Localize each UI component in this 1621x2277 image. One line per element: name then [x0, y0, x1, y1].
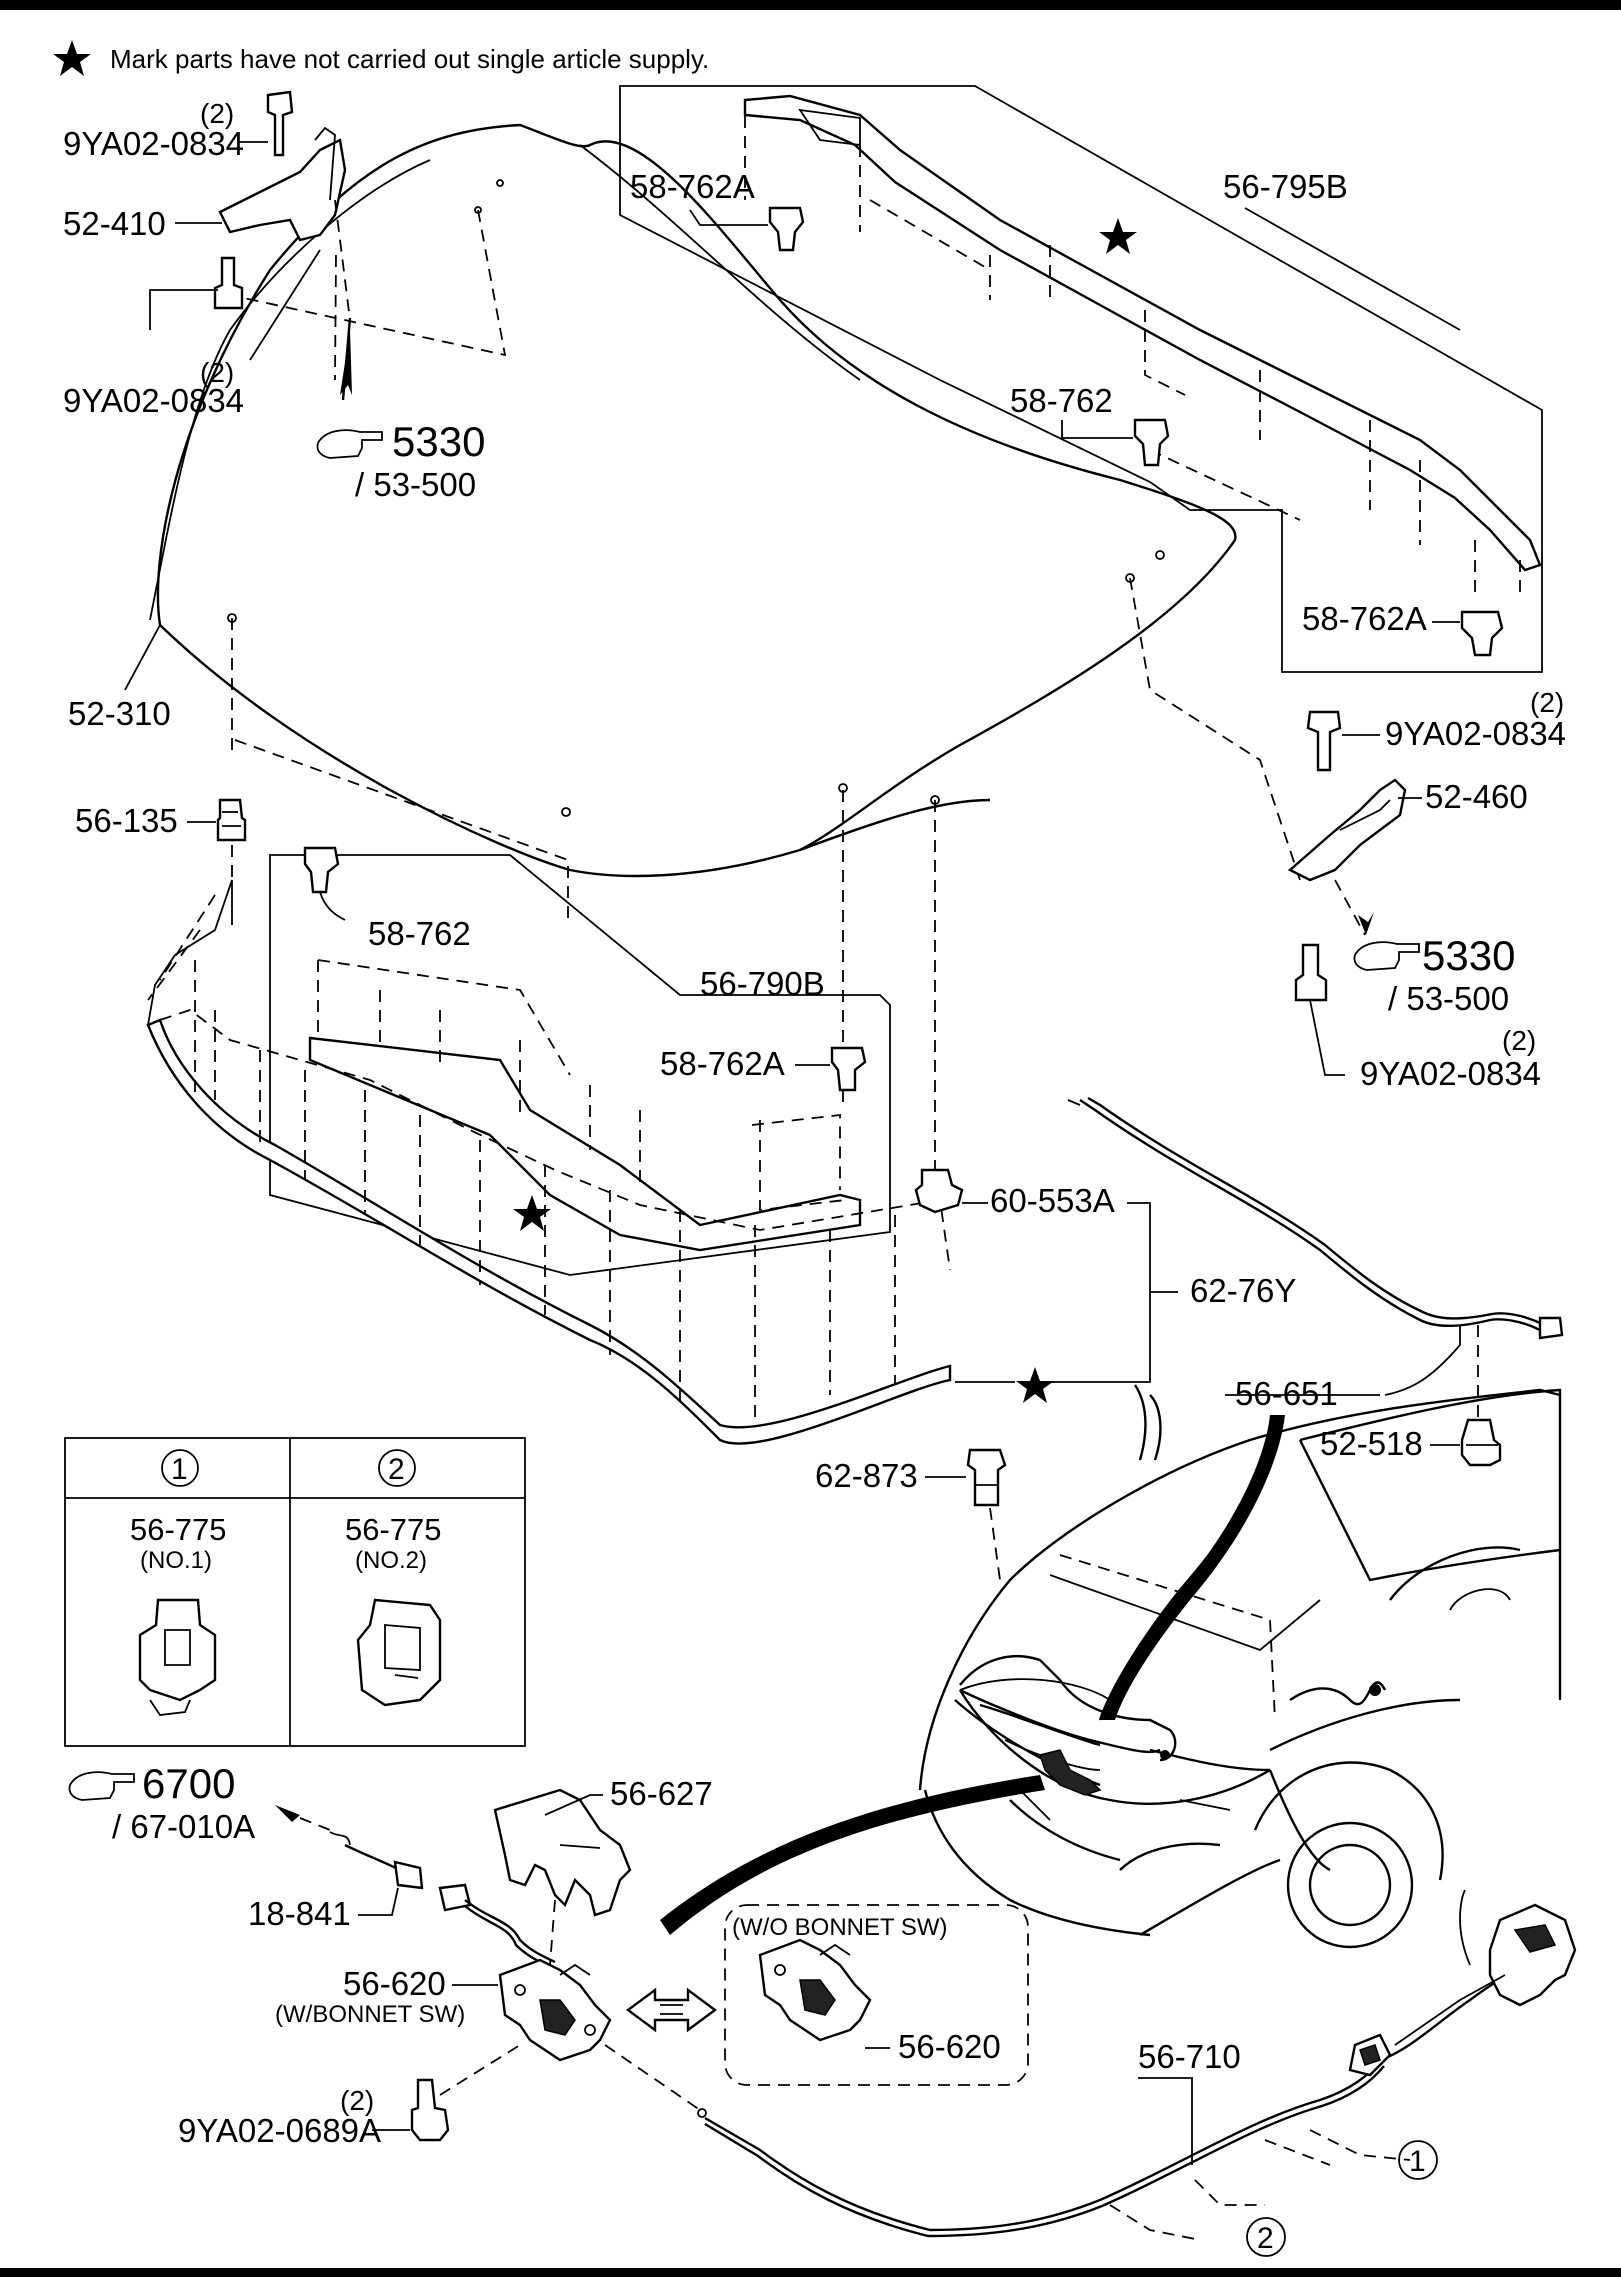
pointing-hand-icon [1353, 941, 1420, 971]
star-icon [513, 1195, 551, 1231]
cable-main-label: 56-710 [1138, 2038, 1241, 2075]
release-cable-label: 56-651 [1235, 1375, 1338, 1412]
bonnet-mount-dashes [229, 209, 1301, 1190]
latch-bolt-qty: (2) [340, 2085, 374, 2116]
hinge-bolt-upper-right-label: 9YA02-0834 [1385, 715, 1566, 752]
harness-label: 18-841 [248, 1895, 351, 1932]
ref-left-num: 5330 [392, 418, 485, 465]
latch-wosw-label: 56-620 [898, 2028, 1001, 2065]
clip-front-a-label: 58-762A [660, 1045, 785, 1082]
star-icon [1099, 218, 1137, 254]
bumper-stop [216, 798, 247, 842]
table-item-2-part: 56-775 [345, 1512, 442, 1547]
clip-table: 1 2 56-775 (NO.1) 56-775 (NO.2) [64, 1437, 526, 1747]
hinge-left-label: 52-410 [63, 205, 166, 242]
insulator-label: 62-76Y [1190, 1272, 1296, 1309]
variant-box [724, 1904, 1029, 2086]
ref-5330-right: 5330 / 53-500 [1353, 932, 1515, 1017]
table-item-1-variant: (NO.1) [140, 1547, 212, 1574]
hinge-bolt-lower-right [1294, 943, 1328, 1002]
bumper-stop-label: 56-135 [75, 802, 178, 839]
star-icon [53, 40, 91, 76]
table-item-2-variant: (NO.2) [355, 1547, 427, 1574]
hinge-bolt-lower-left-label: 9YA02-0834 [63, 382, 244, 419]
callout-2: 2 [1257, 2222, 1274, 2255]
bonnet-panel [149, 123, 1237, 878]
hinge-bolt-lower-left [213, 256, 244, 310]
cable-routing-dark [1039, 1749, 1102, 1796]
clip-top-a1-label: 58-762A [630, 168, 755, 205]
table-header-1: 1 [171, 1453, 188, 1486]
cushion [966, 1448, 1007, 1581]
hinge-bolt-upper-left-qty: (2) [200, 98, 234, 129]
harness-assembly [275, 1805, 556, 1970]
hinge-bolt-upper-right [1306, 710, 1342, 772]
cable-clip [1460, 1418, 1502, 1467]
table-header-2: 2 [388, 1453, 405, 1486]
hinge-right-label: 52-460 [1425, 778, 1528, 815]
clip-front [303, 846, 346, 921]
insulator-clip-label: 60-553A [990, 1182, 1115, 1219]
latch-wsw-note: (W/BONNET SW) [275, 2001, 465, 2028]
hinge-bolt-upper-left [266, 90, 294, 157]
latch-cover-label: 56-627 [610, 1775, 713, 1812]
bonnet-label: 52-310 [68, 695, 171, 732]
bottom-border-bar [0, 2268, 1621, 2277]
clip-top-a2 [1460, 610, 1504, 657]
rear-weatherstrip [743, 94, 1542, 572]
pointing-hand-icon [68, 1771, 135, 1801]
hinge-left-assembly [149, 90, 352, 401]
hinge-bolt-upper-left-label: 9YA02-0834 [63, 125, 244, 162]
vehicle-drawing [660, 1384, 1562, 1949]
star-icon [1016, 1367, 1054, 1403]
table-item-1-part: 56-775 [130, 1512, 227, 1547]
ref-left-sub: / 53-500 [355, 466, 476, 503]
clip-no1-drawing [138, 1598, 217, 1716]
latch-with-switch [498, 1958, 612, 2062]
double-arrow-icon [625, 1987, 718, 2033]
ref-5330-left: 5330 / 53-500 [316, 418, 485, 503]
release-handle [1488, 1903, 1577, 2007]
harness-connector [393, 1860, 424, 1890]
latch-bolt-label: 9YA02-0689A [178, 2112, 381, 2149]
clip-top-a1 [768, 206, 805, 252]
hinge-bolt-upper-right-qty: (2) [1530, 687, 1564, 718]
variant-title: (W/O BONNET SW) [732, 1914, 948, 1941]
release-lever-cable [604, 1889, 1577, 2241]
callout-1: 1 [1409, 2145, 1426, 2178]
top-border-bar [0, 0, 1621, 10]
clip-top-a2-label: 58-762A [1302, 600, 1427, 637]
ref-bottom-sub: / 67-010A [112, 1808, 255, 1845]
supply-note: Mark parts have not carried out single a… [53, 40, 709, 76]
latch-wsw-label: 56-620 [343, 1965, 446, 2002]
hinge-bolt-lower-right-label: 9YA02-0834 [1360, 1055, 1541, 1092]
supply-note-text: Mark parts have not carried out single a… [110, 44, 709, 74]
hinge-bolt-lower-right-qty: (2) [1502, 1025, 1536, 1056]
ref-bottom-num: 6700 [142, 1760, 235, 1807]
front-seal-label: 56-790B [700, 965, 825, 1002]
clip-front-a [830, 1046, 867, 1092]
latch-cover [493, 1788, 632, 1966]
clip-no2-drawing [356, 1598, 442, 1707]
ref-right-num: 5330 [1422, 932, 1515, 979]
ref-6700: 6700 / 67-010A [68, 1760, 255, 1845]
bonnet-insulator [146, 879, 952, 1445]
ref-right-sub: / 53-500 [1388, 980, 1509, 1017]
rear-weatherstrip-label: 56-795B [1223, 168, 1348, 205]
clip-front-label: 58-762 [368, 915, 471, 952]
release-cable-assembly [1067, 1096, 1564, 1420]
insulator-clip [914, 1168, 964, 1214]
clip-top [1133, 418, 1170, 467]
latch-bolt [410, 2044, 521, 2142]
hinge-right-assembly [1287, 710, 1407, 1076]
cushion-label: 62-873 [815, 1457, 918, 1494]
clip-top-label: 58-762 [1010, 382, 1113, 419]
hinge-bolt-lower-left-qty: (2) [200, 357, 234, 388]
hinge-left [218, 138, 347, 242]
pointing-hand-icon [316, 429, 383, 459]
rear-seal-box [619, 85, 1543, 673]
hinge-right [1287, 778, 1407, 882]
